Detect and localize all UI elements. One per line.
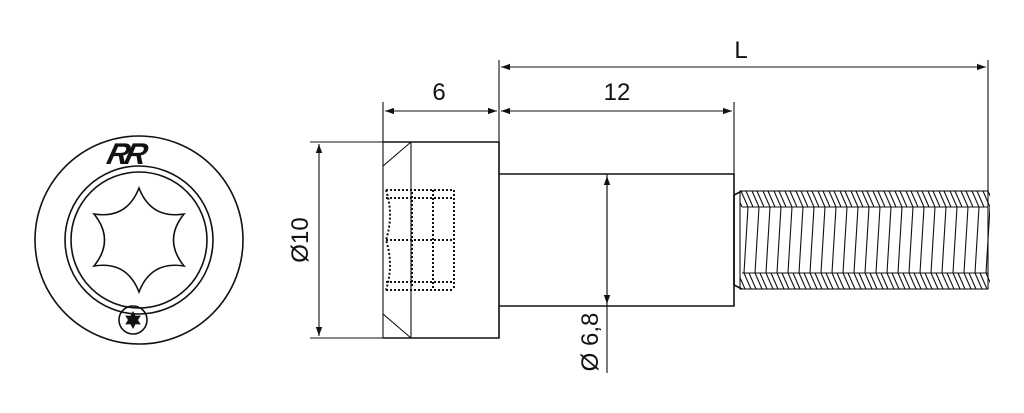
thread-crest [982, 191, 990, 284]
thread-crest [861, 191, 878, 289]
thread-pattern [740, 191, 1009, 289]
thread-crest [817, 191, 834, 289]
thread-crest [740, 201, 746, 289]
star-mark-icon [125, 311, 141, 329]
head-end-view: RR [34, 135, 244, 345]
head-outer-circle [34, 135, 244, 345]
thread-crest [784, 191, 801, 289]
dim-label-total-length: L [734, 37, 747, 64]
dim-label-shank-diameter: Ø 6,8 [577, 313, 604, 372]
torx-hexalobular-icon [92, 185, 186, 295]
thread-crest [905, 191, 922, 289]
thread-crest [938, 191, 955, 289]
head-inner-circle [64, 165, 214, 315]
thread-crest [949, 191, 966, 289]
thread-crest [795, 191, 812, 289]
bolt-side-view [382, 141, 1009, 339]
thread-crest [927, 191, 944, 289]
thread-crest [994, 191, 1009, 289]
dim-label-shank-length: 12 [604, 79, 631, 106]
thread-crest [806, 191, 823, 289]
thread-crest [762, 191, 779, 289]
thread-runout [733, 190, 743, 290]
shank-outline [499, 173, 735, 307]
thread-crest [883, 191, 900, 289]
dimensions: L 6 12 Ø10 Ø 6,8 [287, 37, 989, 373]
dim-label-head-height: 6 [432, 79, 445, 106]
thread-crest [971, 191, 988, 289]
thread-crest [751, 191, 768, 289]
thread-crest [828, 191, 845, 289]
head-outline [383, 141, 500, 339]
socket-recess-hidden [384, 189, 455, 291]
thread-crest [850, 191, 867, 289]
thread-crest [894, 191, 911, 289]
thread-crest [960, 191, 977, 289]
dim-label-head-diameter: Ø10 [287, 217, 314, 262]
thread-crest [740, 191, 757, 289]
thread-crest [916, 191, 933, 289]
thread-crest [773, 191, 790, 289]
thread-crest [839, 191, 856, 289]
thread-root-lines [742, 206, 988, 274]
mark-circle [118, 305, 148, 335]
recess-chamfer-circle [70, 171, 208, 309]
thread-crest [872, 191, 889, 289]
